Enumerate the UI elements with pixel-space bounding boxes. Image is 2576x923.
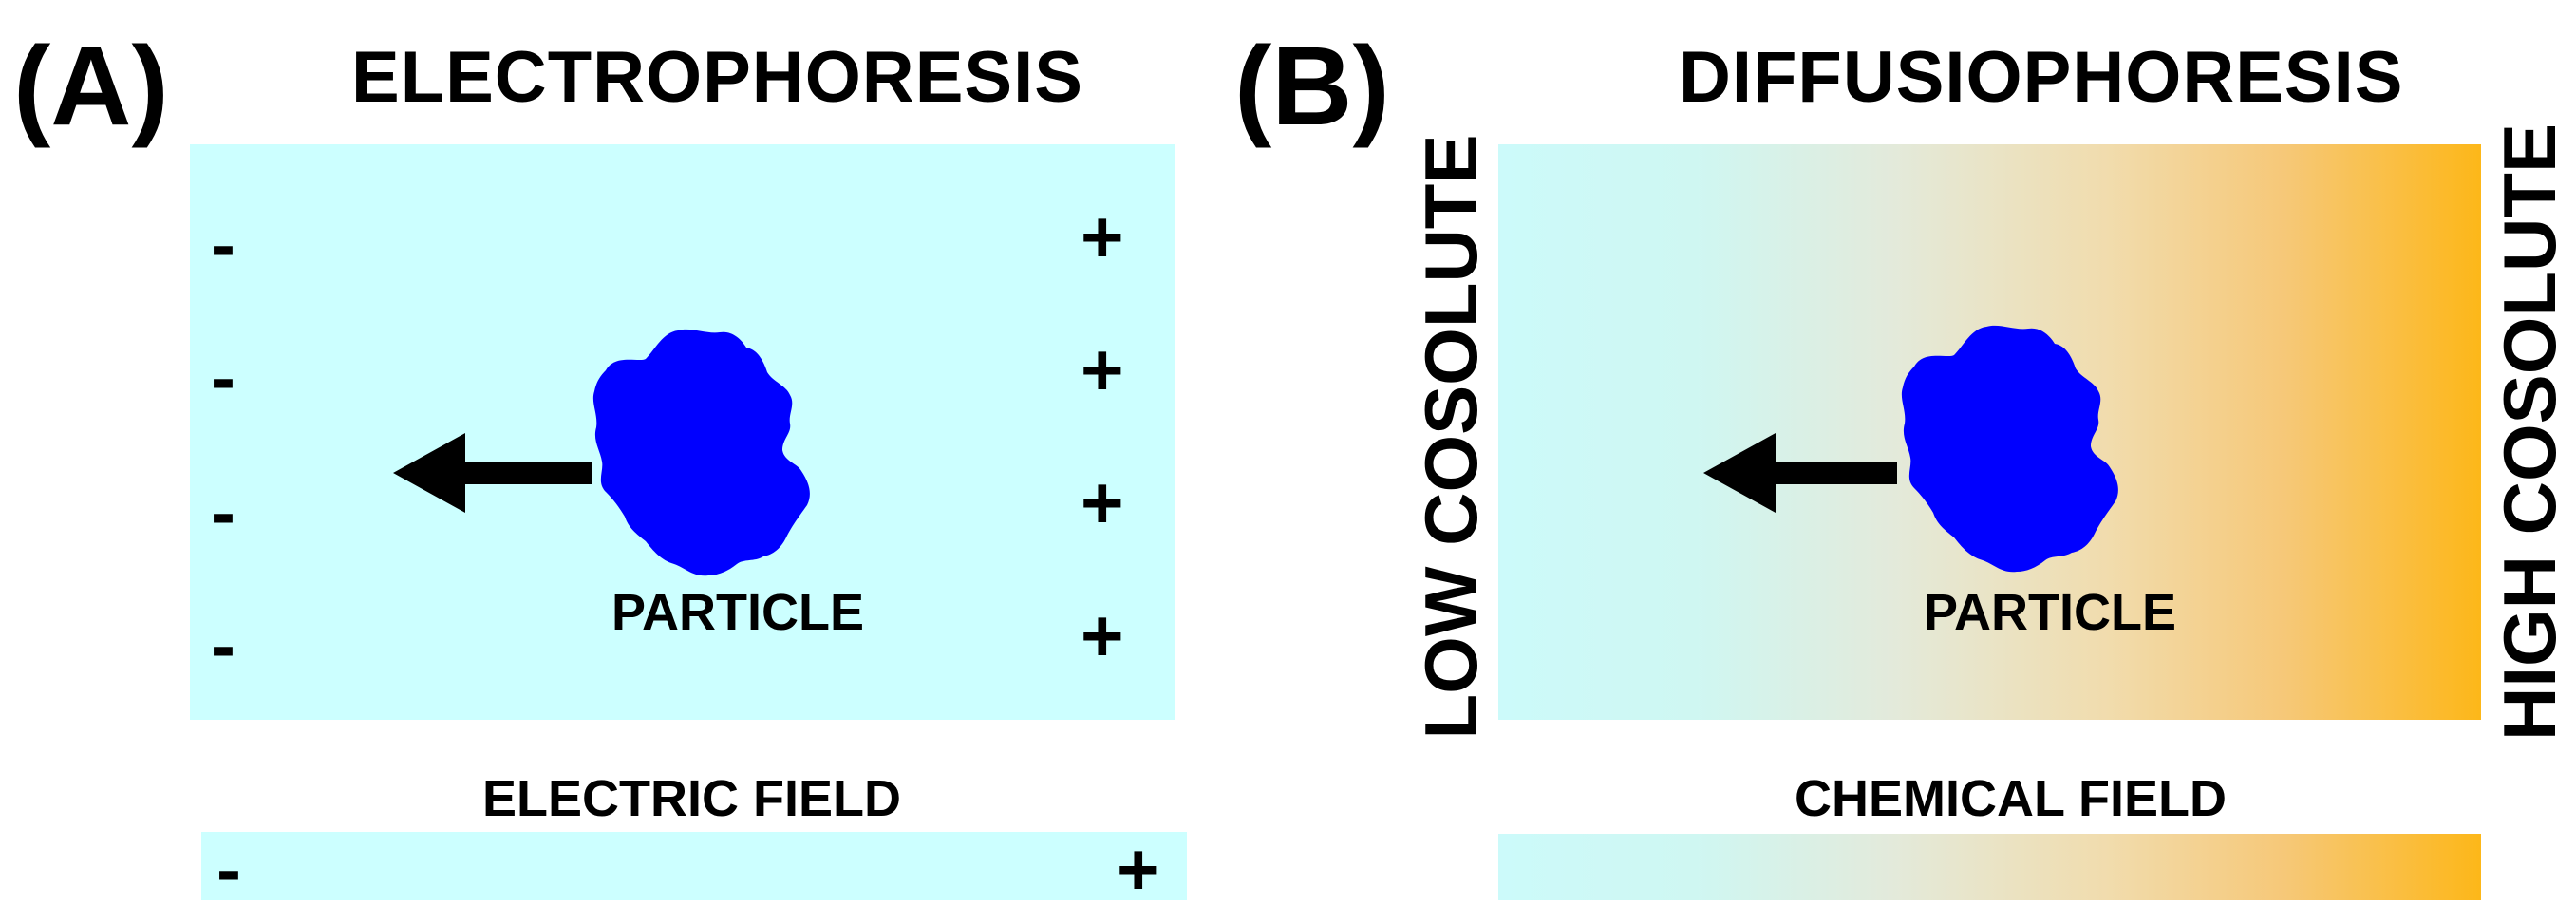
chemical-field-bar: [1498, 834, 2481, 900]
particle-label: PARTICLE: [611, 584, 864, 641]
high-cosolute-label: HIGH COSOLUTE: [2488, 122, 2571, 742]
panel-a-letter: (A): [13, 24, 169, 149]
low-cosolute-label: LOW COSOLUTE: [1409, 134, 1493, 740]
negative-sign: -: [211, 603, 235, 687]
field-negative-sign: -: [216, 827, 241, 911]
positive-sign: +: [1081, 328, 1124, 411]
left-arrow-icon: [1703, 433, 1897, 513]
positive-sign: +: [1081, 593, 1124, 677]
left-arrow-icon: [393, 433, 592, 513]
electric-field-bar: [201, 832, 1187, 900]
negative-sign: -: [211, 470, 235, 554]
positive-sign: +: [1081, 195, 1124, 278]
field-label: CHEMICAL FIELD: [1795, 770, 2227, 827]
field-positive-sign: +: [1117, 827, 1160, 911]
particle-label: PARTICLE: [1924, 584, 2176, 641]
particle-icon: [1901, 325, 2118, 573]
panel-b-title: DIFFUSIOPHORESIS: [1679, 37, 2404, 118]
panel-b-letter: (B): [1234, 24, 1390, 149]
negative-sign: -: [211, 335, 235, 419]
field-label: ELECTRIC FIELD: [482, 770, 901, 827]
positive-sign: +: [1081, 461, 1124, 544]
negative-sign: -: [211, 202, 235, 286]
panel-a-title: ELECTROPHORESIS: [351, 37, 1083, 118]
particle-icon: [592, 329, 810, 576]
